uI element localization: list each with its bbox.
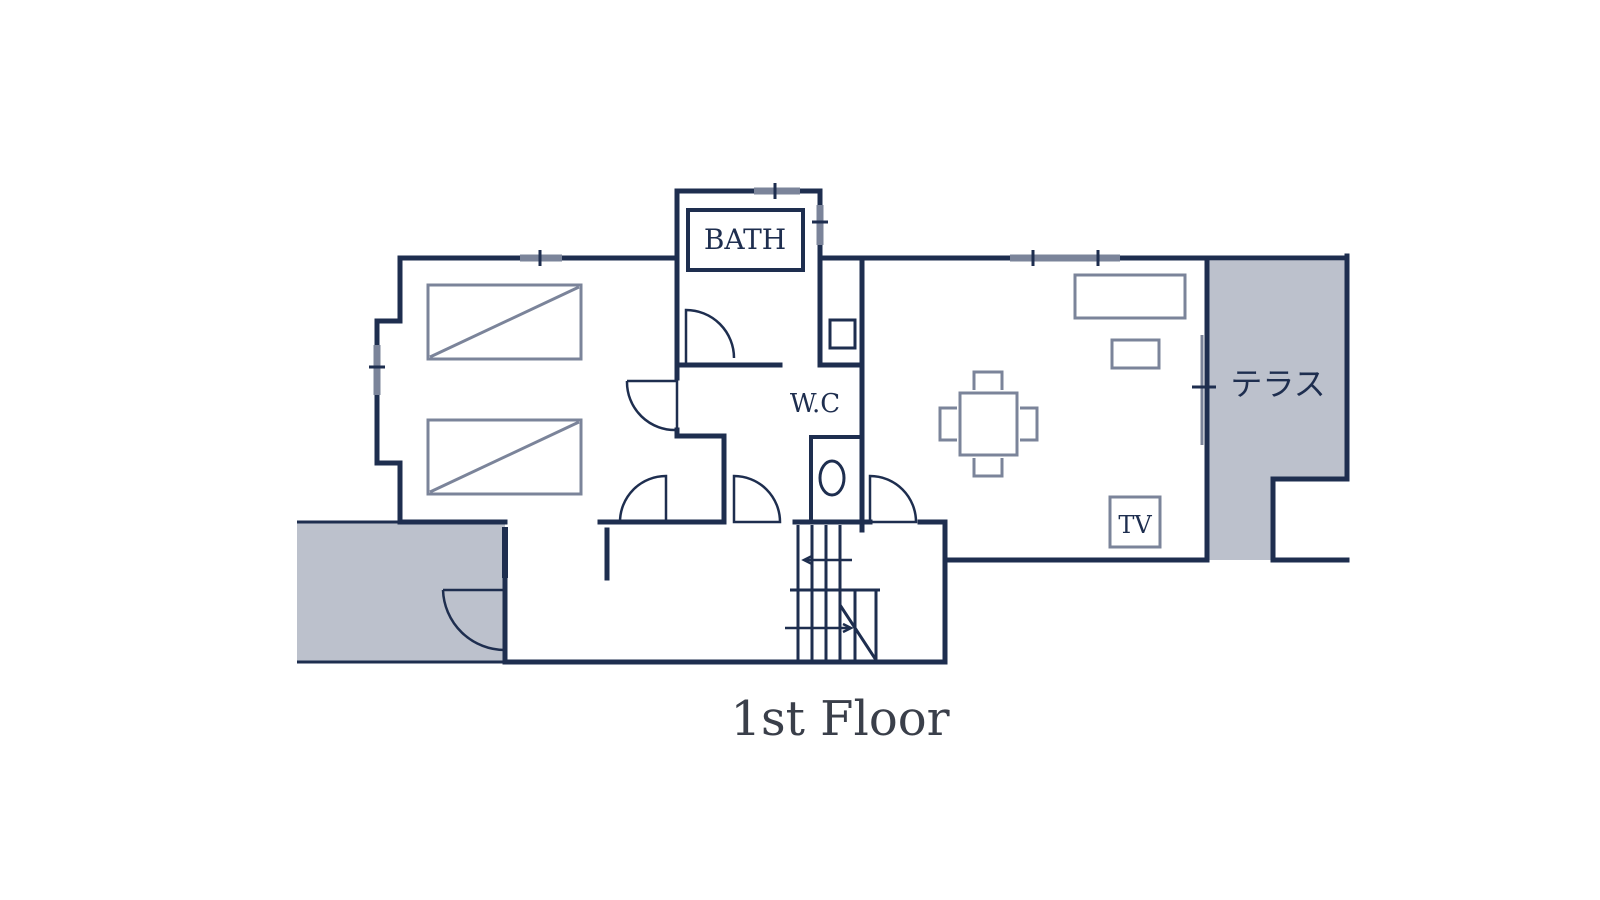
tv-unit [1108,495,1162,549]
dining-table [938,370,1039,478]
bath-label: BATH [704,223,786,256]
bed-2 [426,418,583,496]
wc-walls [809,255,865,533]
wc-label: W.C [790,389,840,419]
sofa [1073,273,1187,320]
windows [369,183,1216,395]
door-swings [441,308,918,652]
bed-1 [426,283,583,361]
staircase [785,525,880,661]
floor-title: 1st Floor [730,691,949,747]
coffee-table [1110,338,1161,370]
terrace-area [1207,253,1350,563]
lower-hall-walls [502,519,948,665]
bath-walls [674,188,823,368]
tv-label: TV [1118,511,1152,539]
terrace-label: テラス [1230,365,1325,403]
